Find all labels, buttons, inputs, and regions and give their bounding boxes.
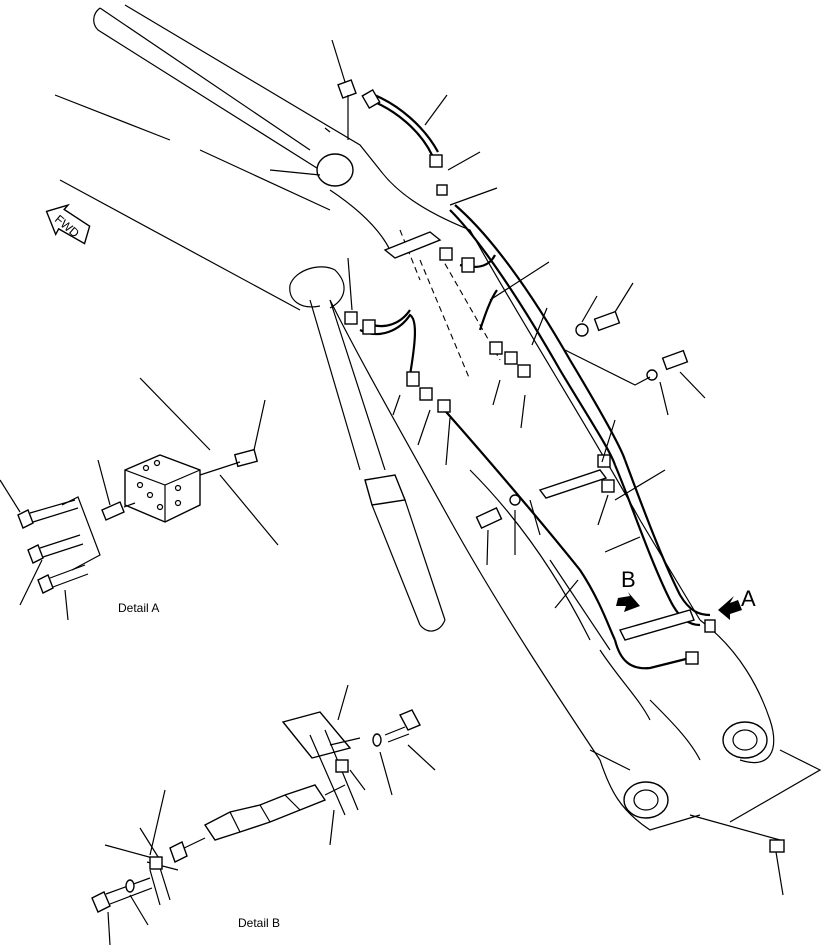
detail-a: Detail A: [0, 377, 279, 621]
view-a-arrow: [718, 596, 742, 620]
boom-outline: [54, 4, 822, 841]
hydraulic-lines: [233, 79, 785, 853]
fwd-arrow: FWD: [45, 203, 91, 245]
leader-lines: [331, 39, 784, 896]
view-a-label: A: [741, 586, 756, 611]
view-b-arrow: [616, 592, 640, 612]
view-b-label: B: [621, 567, 636, 592]
detail-b-label: Detail B: [238, 916, 280, 930]
boom-pivot: [269, 127, 354, 187]
detail-b: Detail B: [91, 684, 436, 946]
view-markers: B A: [616, 567, 756, 620]
detail-a-label: Detail A: [118, 601, 159, 615]
boom-cylinder: [289, 266, 446, 632]
